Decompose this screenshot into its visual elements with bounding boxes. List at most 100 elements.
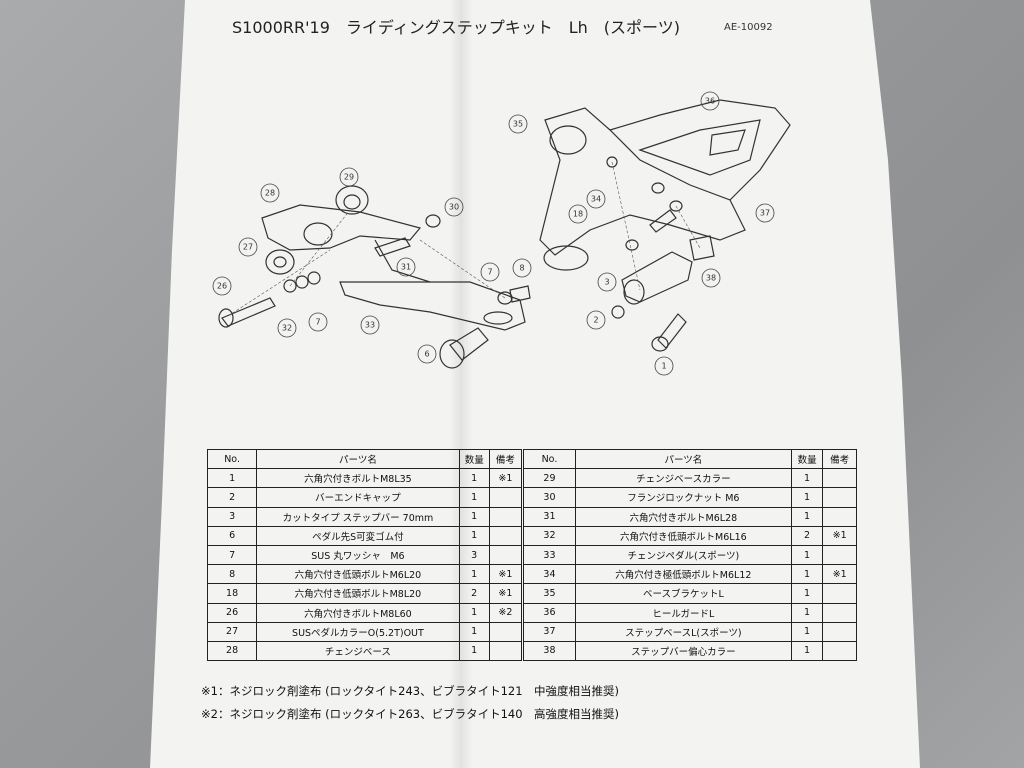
part-no: 18 bbox=[206, 583, 258, 604]
part-note: ※1 bbox=[488, 468, 523, 489]
part-name: SUSペダルカラーO(5.2T)OUT bbox=[256, 621, 460, 642]
part-qty: 1 bbox=[790, 506, 824, 527]
part-qty: 1 bbox=[458, 506, 490, 527]
part-no: 6 bbox=[206, 525, 258, 546]
part-name: チェンジベース bbox=[256, 640, 460, 662]
callout-2: 2 bbox=[593, 316, 598, 325]
callout-32: 32 bbox=[282, 324, 292, 333]
part-qty: 1 bbox=[790, 583, 824, 604]
callout-3: 3 bbox=[604, 278, 609, 287]
part-name: バーエンドキャップ bbox=[256, 487, 460, 508]
note-2: ※2：ネジロック剤塗布 (ロックタイト263、ビブラタイト140 高強度相当推奨… bbox=[201, 707, 620, 721]
part-name: 六角穴付き極低頭ボルトM6L12 bbox=[574, 564, 792, 585]
part-qty: 1 bbox=[458, 602, 490, 623]
callout-38: 38 bbox=[706, 274, 716, 283]
part-note bbox=[822, 583, 857, 604]
part-name: フランジロックナット M6 bbox=[574, 487, 792, 508]
part-qty: 1 bbox=[458, 468, 490, 489]
part-name: ペダル先S可変ゴム付 bbox=[256, 525, 460, 546]
callout-36: 36 bbox=[705, 97, 715, 106]
part-qty: 3 bbox=[458, 544, 490, 566]
part-name: 六角穴付き低頭ボルトM6L16 bbox=[574, 525, 792, 546]
part-no: 30 bbox=[523, 487, 576, 508]
document-number: AE-10092 bbox=[724, 22, 773, 33]
callout-7b: 7 bbox=[315, 318, 320, 327]
part-note bbox=[822, 621, 857, 642]
part-note bbox=[488, 525, 523, 546]
part-no: 33 bbox=[523, 544, 576, 566]
part-no: 31 bbox=[523, 506, 576, 527]
part-qty: 1 bbox=[790, 564, 824, 585]
part-name: 六角穴付き低頭ボルトM6L20 bbox=[256, 564, 460, 585]
table-header-row: No. パーツ名 数量 備考 bbox=[206, 448, 523, 470]
part-no: 2 bbox=[206, 487, 258, 508]
callout-31: 31 bbox=[401, 263, 411, 272]
part-no: 1 bbox=[206, 468, 258, 489]
header-note: 備考 bbox=[822, 448, 857, 470]
callout-7: 7 bbox=[487, 268, 492, 277]
part-name: チェンジベースカラー bbox=[574, 468, 792, 489]
part-no: 35 bbox=[523, 583, 576, 604]
callout-circles bbox=[212, 91, 775, 376]
part-note bbox=[822, 506, 857, 527]
header-no: No. bbox=[523, 448, 576, 470]
part-qty: 1 bbox=[790, 468, 824, 489]
header-qty: 数量 bbox=[458, 448, 490, 470]
part-no: 38 bbox=[523, 640, 576, 662]
note-1: ※1：ネジロック剤塗布 (ロックタイト243、ビブラタイト121 中強度相当推奨… bbox=[201, 684, 620, 698]
document-title: S1000RR'19 ライディングステップキット Lh (スポーツ) bbox=[232, 18, 680, 37]
line-drawing bbox=[218, 99, 791, 369]
part-note: ※1 bbox=[488, 583, 523, 604]
part-qty: 2 bbox=[790, 525, 824, 546]
part-note: ※1 bbox=[488, 564, 523, 585]
callout-30: 30 bbox=[449, 203, 459, 212]
callout-8: 8 bbox=[519, 264, 524, 273]
part-name: 六角穴付きボルトM8L60 bbox=[256, 602, 460, 623]
part-note: ※2 bbox=[488, 602, 523, 623]
callout-28: 28 bbox=[265, 189, 275, 198]
header-part-name: パーツ名 bbox=[574, 448, 792, 470]
callout-34: 34 bbox=[591, 195, 601, 204]
part-no: 34 bbox=[523, 564, 576, 585]
callout-1: 1 bbox=[661, 362, 666, 371]
part-no: 26 bbox=[206, 602, 258, 623]
callout-27: 27 bbox=[243, 243, 253, 252]
part-qty: 2 bbox=[458, 583, 490, 604]
part-qty: 1 bbox=[458, 487, 490, 508]
part-no: 7 bbox=[206, 544, 258, 566]
part-no: 37 bbox=[523, 621, 576, 642]
part-no: 8 bbox=[206, 564, 258, 585]
part-name: 六角穴付き低頭ボルトM8L20 bbox=[256, 583, 460, 604]
part-name: ステップベースL(スポーツ) bbox=[574, 621, 792, 642]
part-qty: 1 bbox=[790, 602, 824, 623]
part-note bbox=[488, 544, 523, 566]
callout-33: 33 bbox=[365, 321, 375, 330]
part-no: 36 bbox=[523, 602, 576, 623]
part-note bbox=[488, 487, 523, 508]
header-part-name: パーツ名 bbox=[256, 448, 460, 470]
part-name: カットタイプ ステップバー 70mm bbox=[256, 506, 460, 527]
part-no: 28 bbox=[206, 640, 258, 662]
part-note: ※1 bbox=[822, 564, 857, 585]
part-qty: 1 bbox=[458, 525, 490, 546]
callout-6: 6 bbox=[424, 350, 429, 359]
part-qty: 1 bbox=[790, 640, 824, 662]
part-note bbox=[822, 544, 857, 566]
